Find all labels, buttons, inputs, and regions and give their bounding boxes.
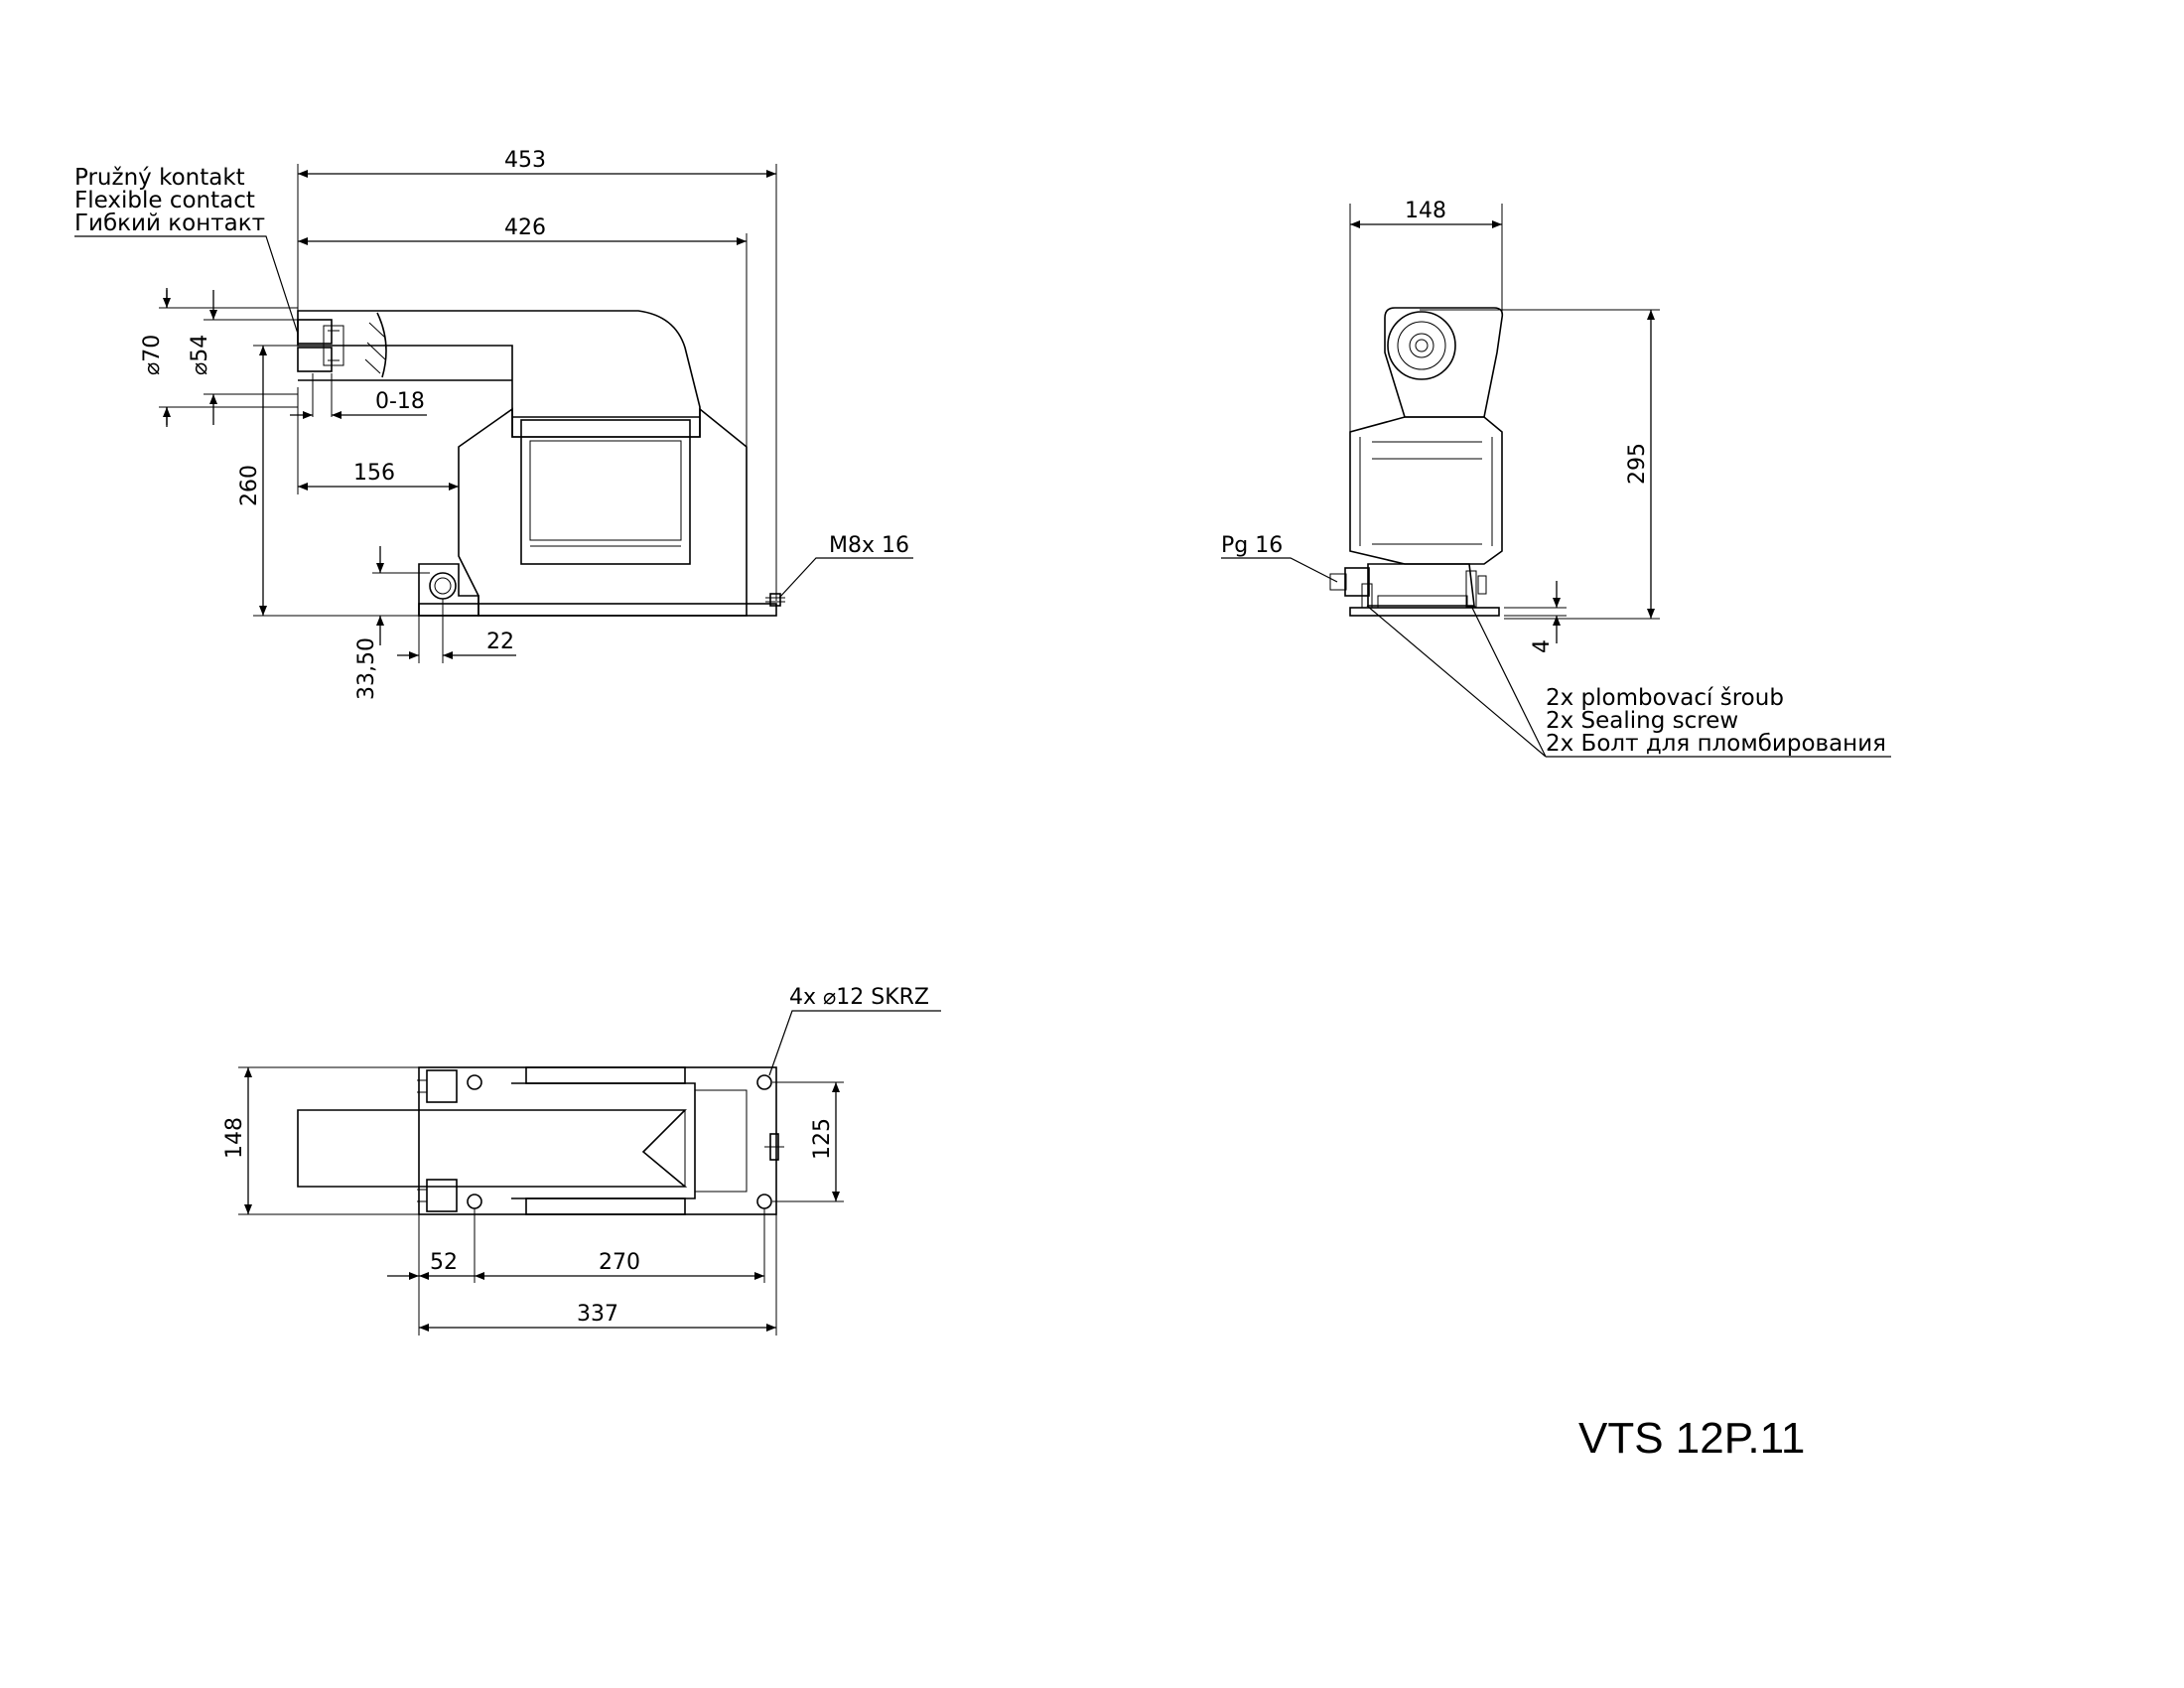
callout-sealing-line1: 2x plombovací šroub	[1546, 685, 1784, 711]
top-core-body	[511, 1082, 696, 1199]
top-hole-2	[756, 1074, 772, 1090]
side-earth-bolt-thread	[765, 597, 785, 603]
front-bushing-inner	[1409, 333, 1434, 358]
side-core-inner	[529, 440, 682, 541]
callout-contact-line1: Pružný kontakt	[74, 165, 245, 191]
side-arm-hatching	[364, 322, 386, 374]
ext-top-148	[238, 1066, 419, 1215]
callout-contact-line3: Гибкий контакт	[74, 211, 265, 236]
dim-top-hole-pitch: 270	[599, 1250, 640, 1275]
front-body-lines	[1372, 441, 1482, 545]
ext-453	[297, 164, 777, 601]
top-terminal-lower	[426, 1179, 458, 1212]
dim-front-width: 148	[1405, 199, 1446, 223]
callout-sealing-line2: 2x Sealing screw	[1546, 708, 1738, 734]
side-contact-spring	[323, 325, 344, 366]
callout-earth-bolt: M8x 16	[829, 533, 909, 558]
ext-dia70	[159, 307, 298, 408]
dim-dia-outer: ⌀70	[140, 335, 165, 375]
dim-height: 260	[237, 465, 262, 506]
top-core-lower	[525, 1197, 686, 1215]
front-bushing-core	[1415, 339, 1429, 352]
top-view-body	[297, 1066, 784, 1215]
side-contact-lower	[297, 347, 333, 372]
front-right-bolt	[1477, 575, 1487, 595]
top-core-upper	[525, 1066, 686, 1084]
callout-contact-line2: Flexible contact	[74, 188, 255, 213]
side-view: Pružný kontakt Flexible contact Гибкий к…	[74, 148, 913, 700]
callout-sealing-line3: 2x Болт для пломбирования	[1546, 731, 1886, 757]
dim-contact-travel: 0-18	[375, 389, 425, 414]
front-baseplate	[1349, 607, 1500, 617]
front-view-body	[1329, 307, 1504, 617]
ext-33-50	[372, 572, 430, 617]
dim-top-length: 337	[577, 1302, 618, 1327]
front-sealing-screw-left	[1361, 583, 1373, 609]
side-earth-bolt	[769, 593, 781, 607]
dim-top-hole-spacing: 125	[810, 1118, 835, 1160]
callout-holes: 4x ⌀12 SKRZ	[789, 985, 929, 1010]
ext-dia54	[204, 319, 298, 395]
front-base-block	[1377, 595, 1468, 609]
dim-front-height: 295	[1625, 443, 1650, 485]
side-main-body	[458, 407, 748, 617]
dim-terminal-height: 33,50	[354, 637, 379, 700]
callout-holes-leader	[768, 1010, 941, 1076]
ext-front-295	[1420, 309, 1660, 620]
ext-front-148	[1349, 204, 1503, 432]
side-contact-detail	[328, 330, 340, 361]
side-terminal-outer	[429, 572, 457, 600]
side-base-block	[418, 563, 479, 617]
callout-contact-leader	[74, 235, 299, 335]
side-core-window	[520, 419, 691, 565]
side-arm-end	[376, 312, 387, 378]
callout-gland: Pg 16	[1221, 533, 1283, 558]
side-terminal-inner	[434, 577, 452, 595]
top-hole-1	[467, 1074, 482, 1090]
top-core-side	[695, 1089, 748, 1193]
dim-top-edge: 52	[430, 1250, 458, 1275]
ext-0-18	[312, 373, 333, 417]
top-terminal-upper	[426, 1069, 458, 1103]
ext-front-4	[1504, 607, 1567, 617]
drawing-title: VTS 12P.11	[1578, 1414, 1805, 1463]
top-hole-4	[756, 1194, 772, 1209]
front-view: 148 295 4 Pg 16 2x plombovací šroub 2x S…	[1221, 199, 1891, 758]
top-bushing-arm	[297, 1109, 688, 1188]
dim-top-width: 148	[222, 1117, 247, 1159]
top-terminal-details	[417, 1079, 427, 1202]
side-baseplate	[418, 603, 777, 617]
dim-offset: 156	[353, 461, 395, 486]
side-contact-upper	[297, 319, 333, 345]
front-main-body	[1349, 416, 1503, 565]
callout-gland-leader	[1221, 557, 1338, 583]
ext-22	[418, 599, 444, 663]
dim-dia-inner: ⌀54	[188, 335, 212, 375]
front-body-sides	[1359, 437, 1493, 546]
dim-terminal-offset: 22	[486, 630, 514, 654]
dim-overall-length: 453	[504, 148, 546, 173]
front-bushing-head	[1384, 307, 1504, 418]
top-view: 4x ⌀12 SKRZ 148 125 52 270 337	[222, 985, 941, 1336]
dim-front-base: 4	[1530, 639, 1555, 653]
dim-length: 426	[504, 215, 546, 240]
callout-earth-bolt-leader	[778, 557, 913, 599]
front-gland	[1344, 567, 1370, 597]
callout-sealing-leader	[1366, 605, 1891, 758]
top-hole-3	[467, 1194, 482, 1209]
front-bushing-mid	[1397, 321, 1446, 370]
front-gland-nut	[1329, 573, 1347, 591]
front-lower-section	[1367, 563, 1475, 607]
front-bushing-outer	[1387, 311, 1456, 380]
